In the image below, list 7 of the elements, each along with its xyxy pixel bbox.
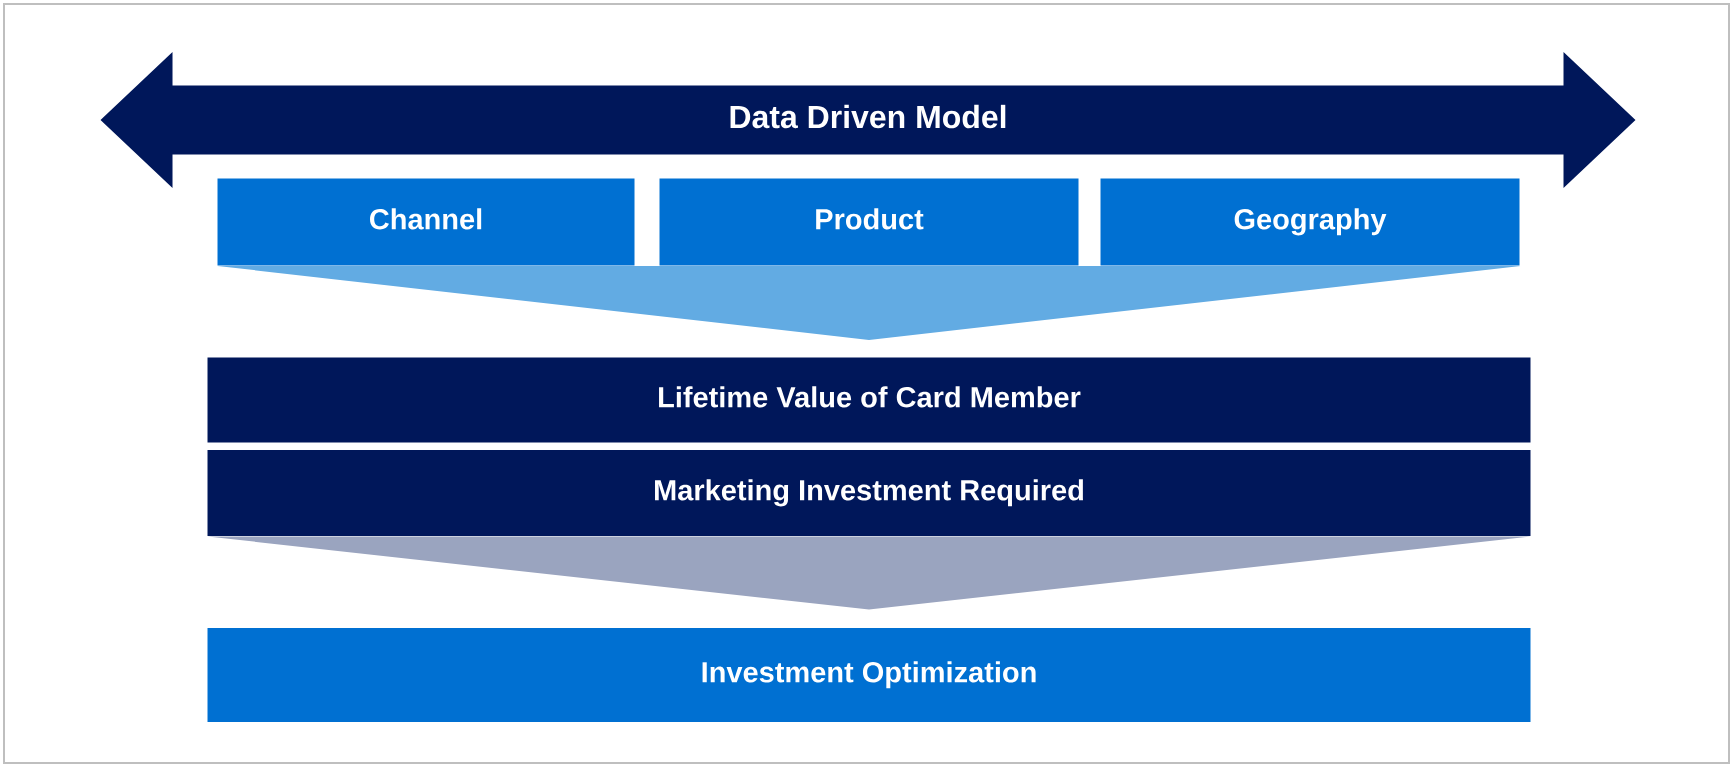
band-box: Marketing Investment Required — [207, 450, 1531, 536]
result-box: Investment Optimization — [207, 628, 1531, 722]
category-box: Product — [659, 178, 1079, 266]
category-box: Channel — [217, 178, 635, 266]
band-box: Lifetime Value of Card Member — [207, 357, 1531, 443]
funnel-triangle — [207, 536, 1531, 610]
category-box: Geography — [1100, 178, 1520, 266]
